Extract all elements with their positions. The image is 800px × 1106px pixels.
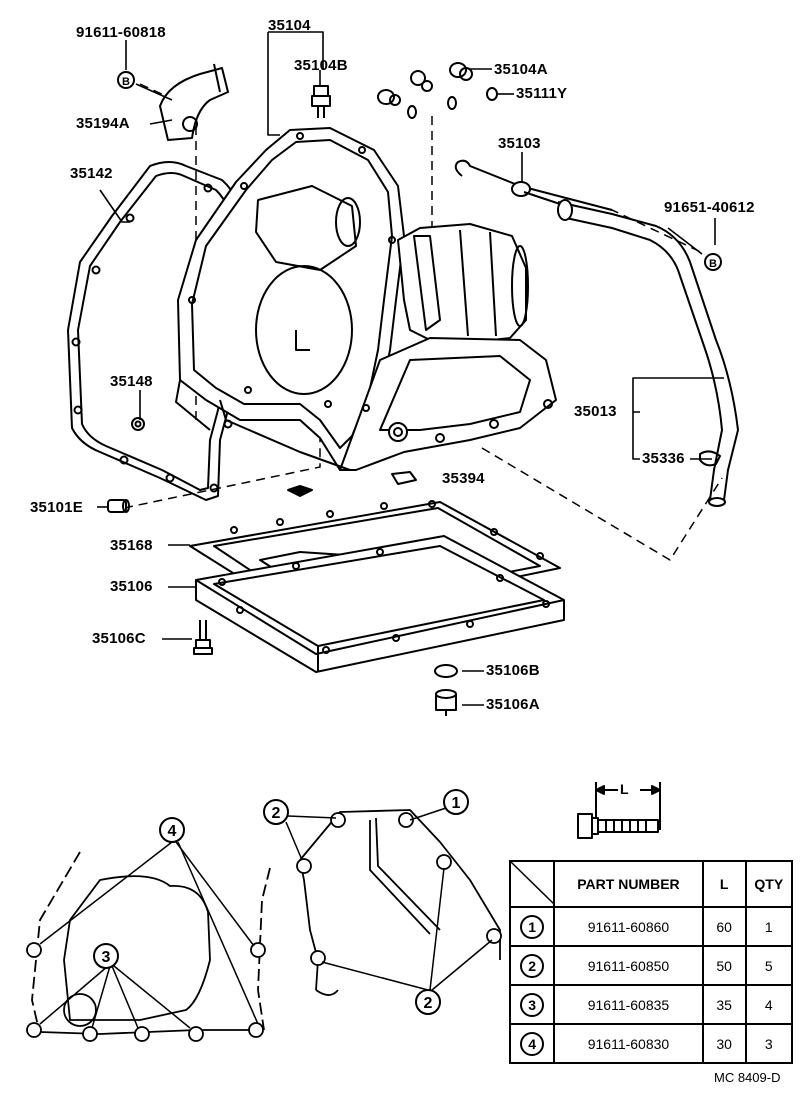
length-cell: 35	[701, 984, 747, 1025]
label-35148: 35148	[110, 373, 153, 390]
label-35168: 35168	[110, 537, 153, 554]
part-number-cell: 91611-60860	[553, 906, 704, 947]
svg-text:4: 4	[168, 823, 177, 840]
table-header-row: PART NUMBER L QTY	[508, 860, 794, 908]
svg-text:2: 2	[424, 995, 433, 1012]
length-cell: 30	[701, 1023, 747, 1064]
part-number-cell: 91611-60835	[553, 984, 704, 1025]
label-35394: 35394	[442, 470, 485, 487]
oil-pan-bolt	[193, 620, 213, 655]
label-35104a: 35104A	[494, 61, 548, 78]
table-header-qty: QTY	[744, 860, 794, 908]
bolt-pattern-middle-leaders	[285, 807, 493, 991]
label-35106a: 35106A	[486, 696, 540, 713]
label-35111y: 35111Y	[516, 85, 568, 102]
callout-2-bottom: 2	[415, 989, 441, 1015]
row-number-badge: 3	[520, 992, 545, 1017]
dipstick-tube	[557, 199, 739, 507]
length-cell: 50	[701, 945, 747, 986]
qty-cell: 3	[744, 1023, 794, 1064]
fitting-a	[377, 89, 417, 119]
magnet-block-b	[391, 471, 417, 485]
svg-text:B: B	[122, 76, 130, 88]
qty-cell: 1	[744, 906, 794, 947]
table-row: 3 91611-60835 35 4	[508, 984, 794, 1025]
label-35103: 35103	[498, 135, 541, 152]
callout-4: 4	[159, 817, 185, 843]
label-35104: 35104	[268, 17, 311, 34]
qty-cell: 5	[744, 945, 794, 986]
part-number-cell: 91611-60850	[553, 945, 704, 986]
table-row: 1 91611-60860 60 1	[508, 906, 794, 947]
label-91651-40612: 91651-40612	[664, 199, 755, 216]
callout-1: 1	[443, 789, 469, 815]
fitting-c	[449, 62, 473, 81]
table-row: 4 91611-60830 30 3	[508, 1023, 794, 1064]
oil-pan	[195, 535, 565, 673]
diagram-code: MC 8409-D	[714, 1070, 781, 1085]
svg-text:2: 2	[272, 805, 281, 822]
table-header-corner	[508, 860, 556, 908]
gasket-bolt-holes	[71, 183, 243, 493]
bolt-pattern-left-leaders	[39, 841, 259, 1029]
svg-text:3: 3	[102, 949, 111, 966]
b-marker-right: B	[704, 253, 722, 271]
oil-pressure-switch	[311, 85, 331, 118]
b-marker-left: B	[117, 71, 135, 89]
bolt-pattern-left	[26, 851, 271, 1042]
cover-plate	[159, 63, 229, 141]
bolt-parts-table: PART NUMBER L QTY 1 91611-60860 60 1 2 9…	[508, 860, 794, 1064]
fitting-b	[410, 70, 457, 110]
transmission-case	[175, 127, 557, 471]
drain-plug	[435, 689, 457, 716]
table-row: 2 91611-60850 50 5	[508, 945, 794, 986]
label-35194a: 35194A	[76, 115, 130, 132]
qty-cell: 4	[744, 984, 794, 1025]
table-header-l: L	[701, 860, 747, 908]
row-number-badge: 1	[520, 914, 545, 939]
svg-text:1: 1	[452, 795, 461, 812]
drain-plug-gasket	[434, 664, 458, 678]
length-cell: 60	[701, 906, 747, 947]
part-number-cell: 91611-60830	[553, 1023, 704, 1064]
label-35106b: 35106B	[486, 662, 540, 679]
bolt-length-illustration	[577, 782, 661, 839]
bolt-pattern-middle	[296, 809, 502, 996]
magnet-block-a	[287, 485, 313, 497]
label-35142: 35142	[70, 165, 113, 182]
label-35106: 35106	[110, 578, 153, 595]
dipstick	[454, 159, 613, 211]
label-35104b: 35104B	[294, 57, 348, 74]
label-35336: 35336	[642, 450, 685, 467]
o-ring	[486, 87, 498, 101]
leader-lines	[97, 31, 724, 706]
dowel-pin	[107, 499, 130, 513]
dimension-l-label: L	[620, 781, 629, 797]
label-35106c: 35106C	[92, 630, 146, 647]
callout-2-top: 2	[263, 799, 289, 825]
table-header-part-number: PART NUMBER	[553, 860, 704, 908]
row-number-badge: 4	[520, 1031, 545, 1056]
row-number-badge: 2	[520, 953, 545, 978]
svg-text:B: B	[709, 258, 717, 270]
label-91611-60818: 91611-60818	[76, 24, 166, 41]
label-35101e: 35101E	[30, 499, 83, 516]
filter-plug	[131, 417, 145, 431]
label-35013: 35013	[574, 403, 617, 420]
callout-3: 3	[93, 943, 119, 969]
